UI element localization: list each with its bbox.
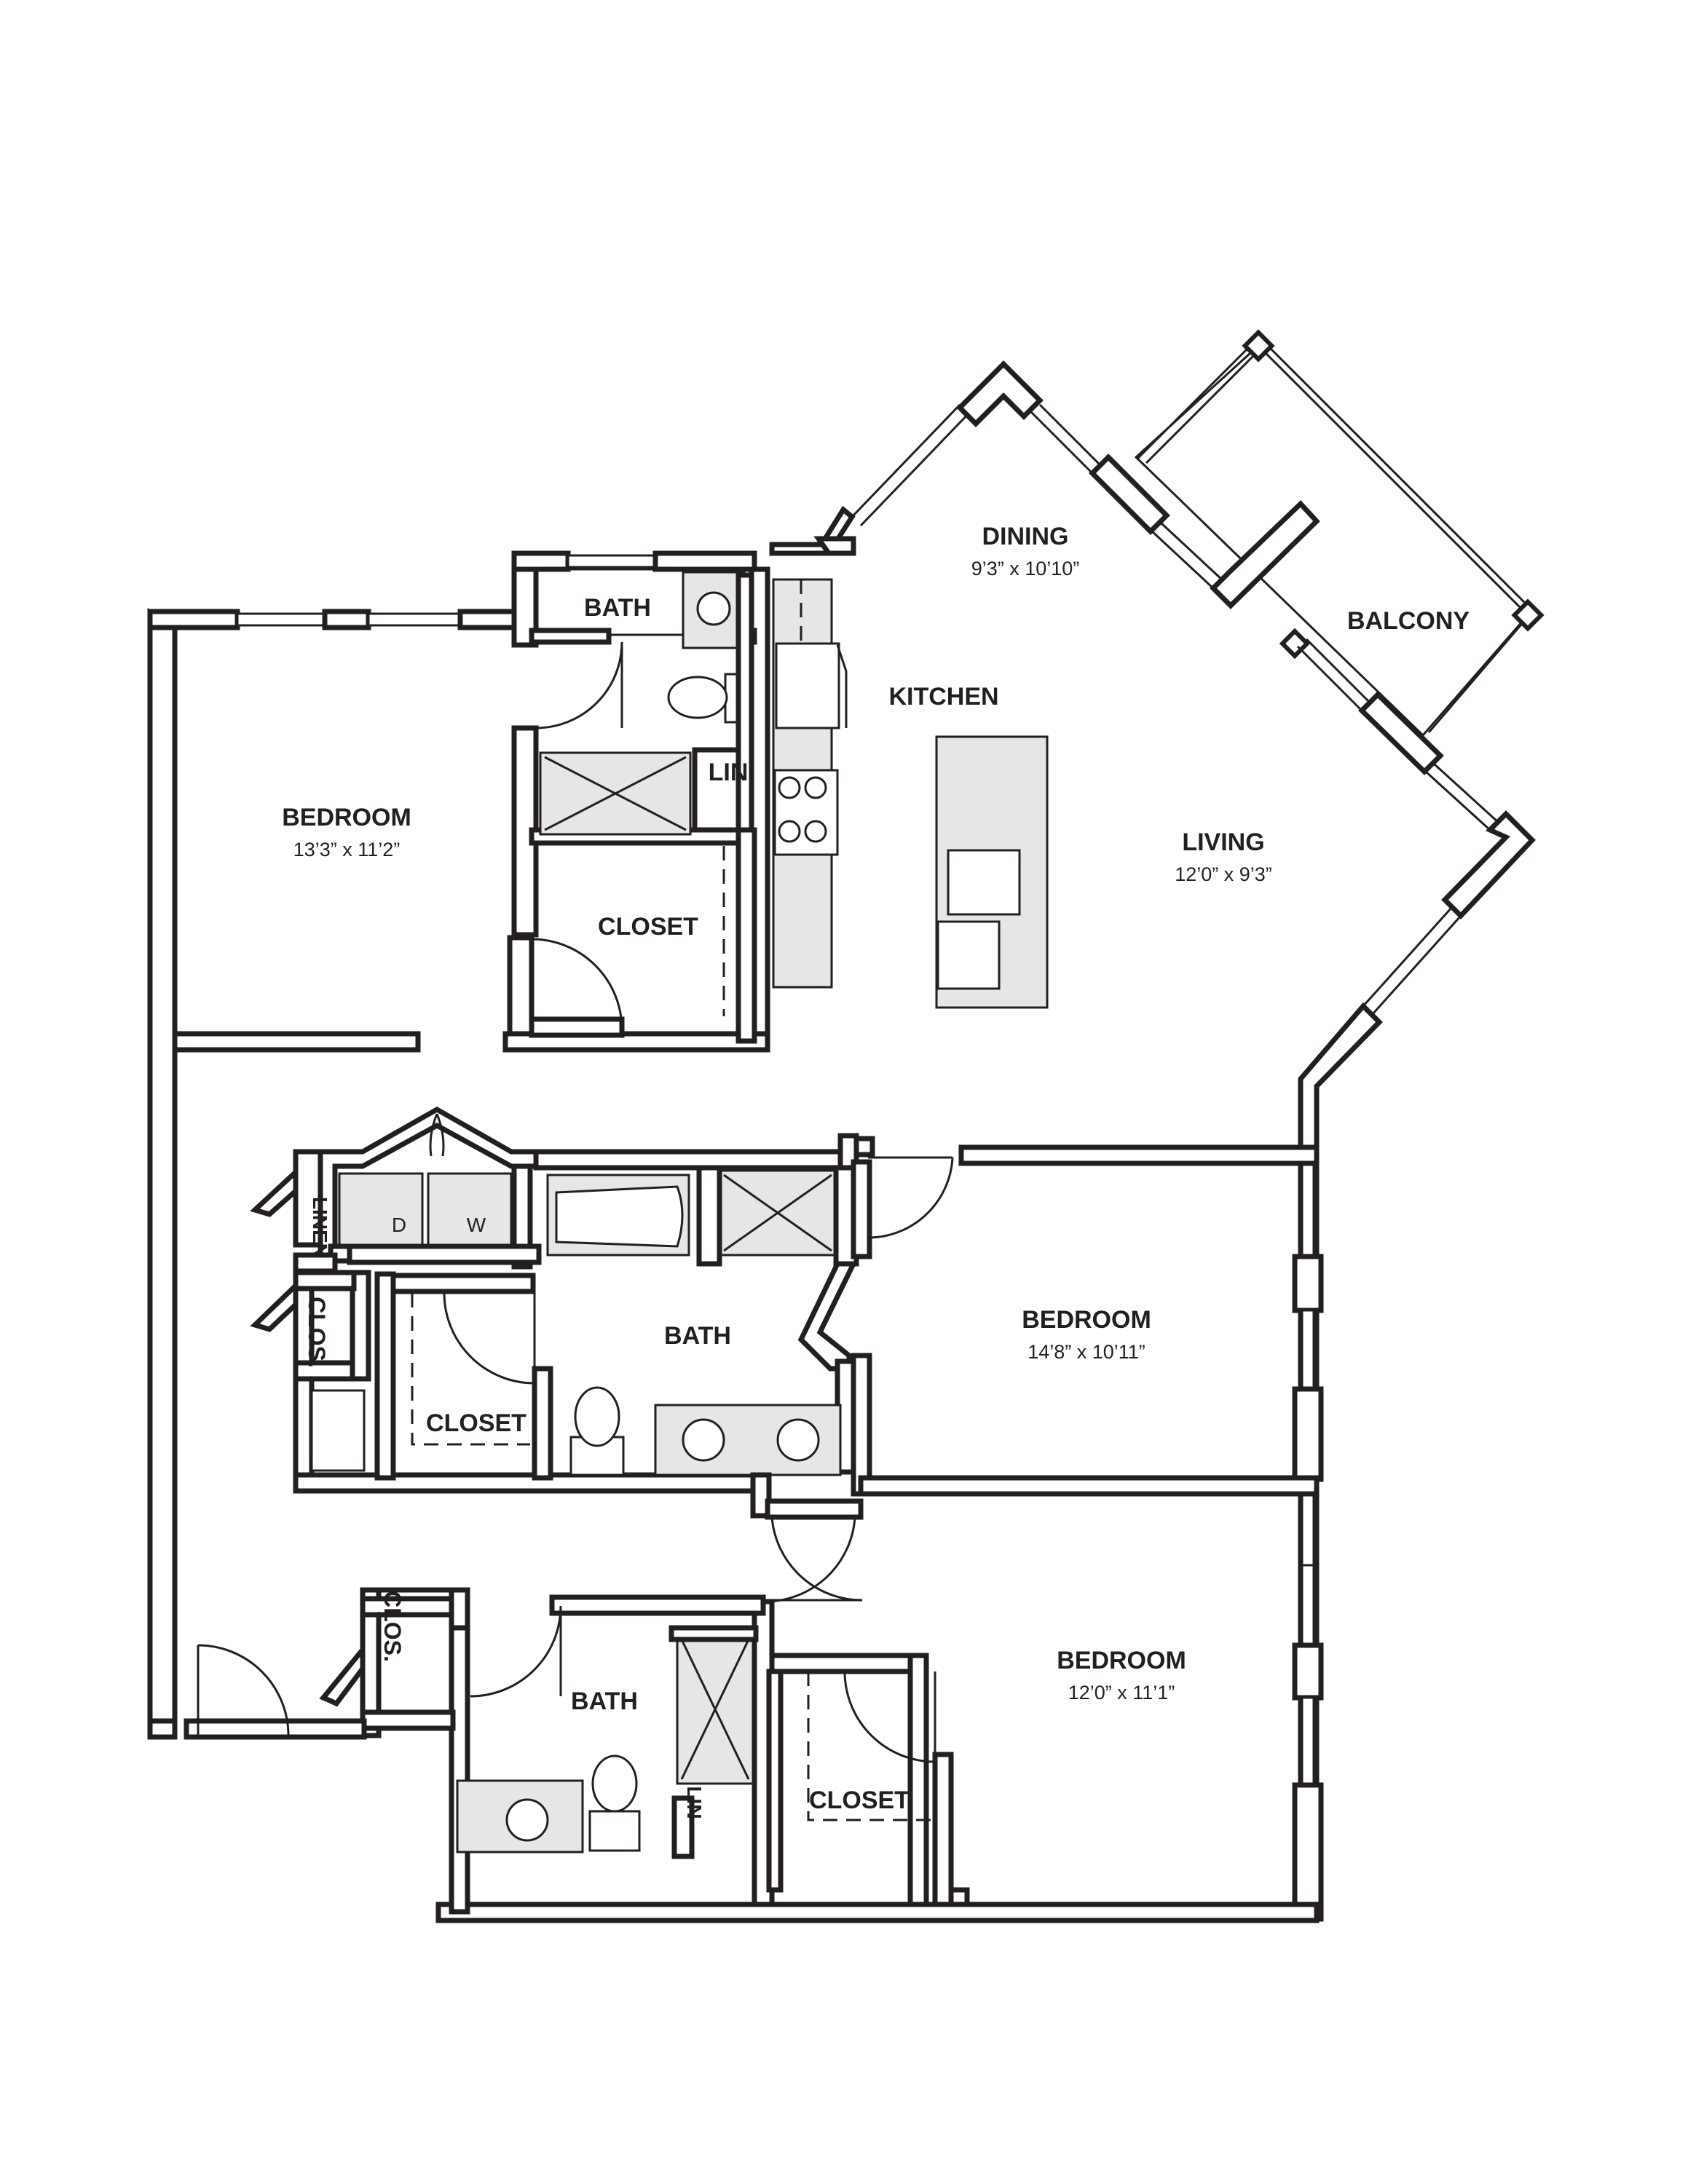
washer [427,1172,513,1248]
walls [147,360,1536,1923]
label-closet-mid: CLOSET [426,1409,526,1437]
fridge [775,642,840,729]
label-living: LIVING [1182,828,1264,856]
label-bedroom-nw: BEDROOM [282,804,411,831]
balcony-post-n [1242,329,1275,363]
label-closet-top: CLOSET [598,913,698,941]
label-bath-low: BATH [571,1688,638,1715]
toilet-tank-low [588,1810,641,1852]
dims-bedroom-low: 12’0” x 11’1” [1068,1682,1175,1704]
label-kitchen: KITCHEN [888,683,998,711]
toilet-bowl-top [667,676,728,719]
storage-mid [310,1389,366,1472]
label-bedroom-low: BEDROOM [1057,1647,1186,1674]
island-sink [947,849,1021,916]
dims-bedroom-mid: 14’8” x 10’11” [1028,1341,1145,1363]
label-dining: DINING [982,523,1069,550]
label-bedroom-mid: BEDROOM [1022,1306,1151,1334]
toilet-bowl-low [591,1754,638,1813]
balcony-post-e [1511,598,1545,632]
label-dryer: D [392,1214,406,1236]
label-lin-low: LIN [683,1786,706,1819]
dims-dining: 9’3” x 10’10” [971,558,1080,579]
toilet-bowl-mid [574,1386,620,1447]
balcony-area [1134,329,1545,737]
label-bath-top: BATH [584,594,651,622]
label-linen-mid: LINEN [309,1197,331,1258]
label-washer: W [467,1214,486,1236]
dishwasher [936,920,1001,990]
label-bath-mid: BATH [664,1322,731,1350]
dryer [338,1172,424,1248]
label-lin-top: LIN [709,759,749,786]
label-clos-mid: CLOS. [304,1297,330,1368]
nw-suite [507,568,757,1044]
label-balcony: BALCONY [1347,607,1470,635]
label-clos-low: CLOS. [379,1591,406,1662]
mid-suite [250,1106,1320,1602]
label-closet-low: CLOSET [809,1787,910,1814]
dims-bedroom-nw: 13’3” x 11’2” [293,839,401,860]
labels: DINING 9’3” x 10’10” KITCHEN BALCONY LIV… [282,523,1470,1819]
lower-suite [147,1516,970,1915]
dims-living: 12’0” x 9’3” [1175,863,1272,885]
kitchen-area [772,578,1049,1009]
